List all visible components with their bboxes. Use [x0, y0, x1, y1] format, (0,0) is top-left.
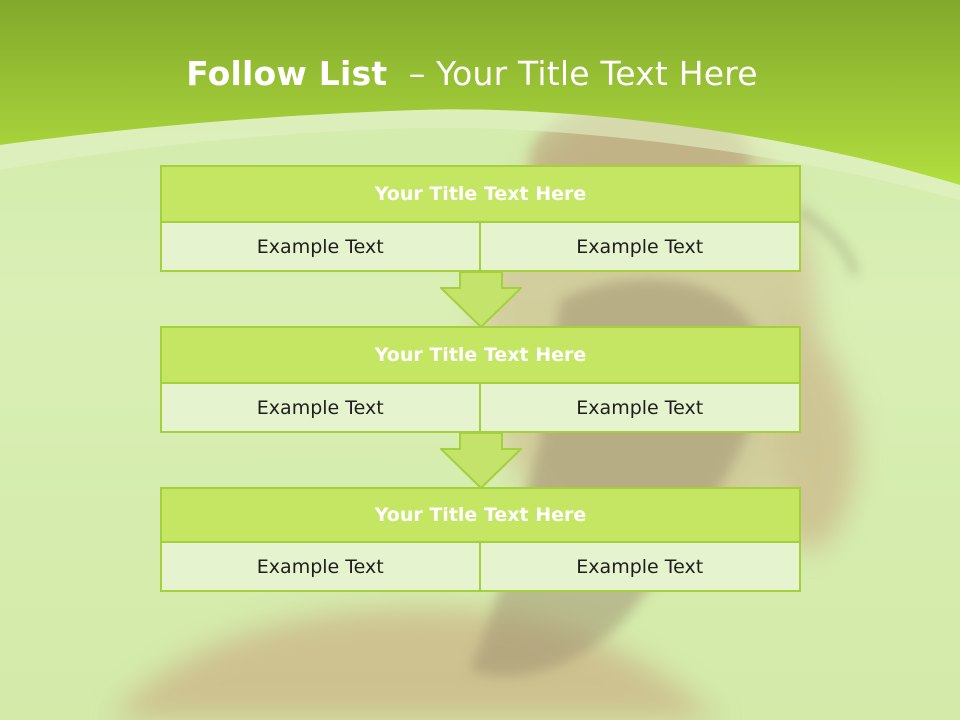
slide-title: Follow List – Your Title Text Here: [0, 54, 944, 93]
title-bold: Follow List: [186, 54, 388, 93]
block-cell-left: Example Text: [160, 384, 481, 433]
block-cell-left: Example Text: [160, 223, 481, 272]
follow-block-3: Your Title Text Here Example Text Exampl…: [160, 487, 801, 592]
title-rest: – Your Title Text Here: [408, 54, 758, 93]
block-cell-left: Example Text: [160, 543, 481, 592]
header-band: [0, 0, 960, 200]
block-cell-right: Example Text: [480, 543, 801, 592]
down-arrow-icon: [440, 432, 522, 490]
block-cell-right: Example Text: [480, 384, 801, 433]
block-title: Your Title Text Here: [160, 487, 801, 543]
block-title: Your Title Text Here: [160, 165, 801, 223]
block-row: Example Text Example Text: [160, 543, 801, 592]
block-row: Example Text Example Text: [160, 384, 801, 433]
follow-block-2: Your Title Text Here Example Text Exampl…: [160, 326, 801, 433]
block-cell-right: Example Text: [480, 223, 801, 272]
block-title: Your Title Text Here: [160, 326, 801, 384]
follow-block-1: Your Title Text Here Example Text Exampl…: [160, 165, 801, 272]
down-arrow-icon: [440, 271, 522, 329]
block-row: Example Text Example Text: [160, 223, 801, 272]
